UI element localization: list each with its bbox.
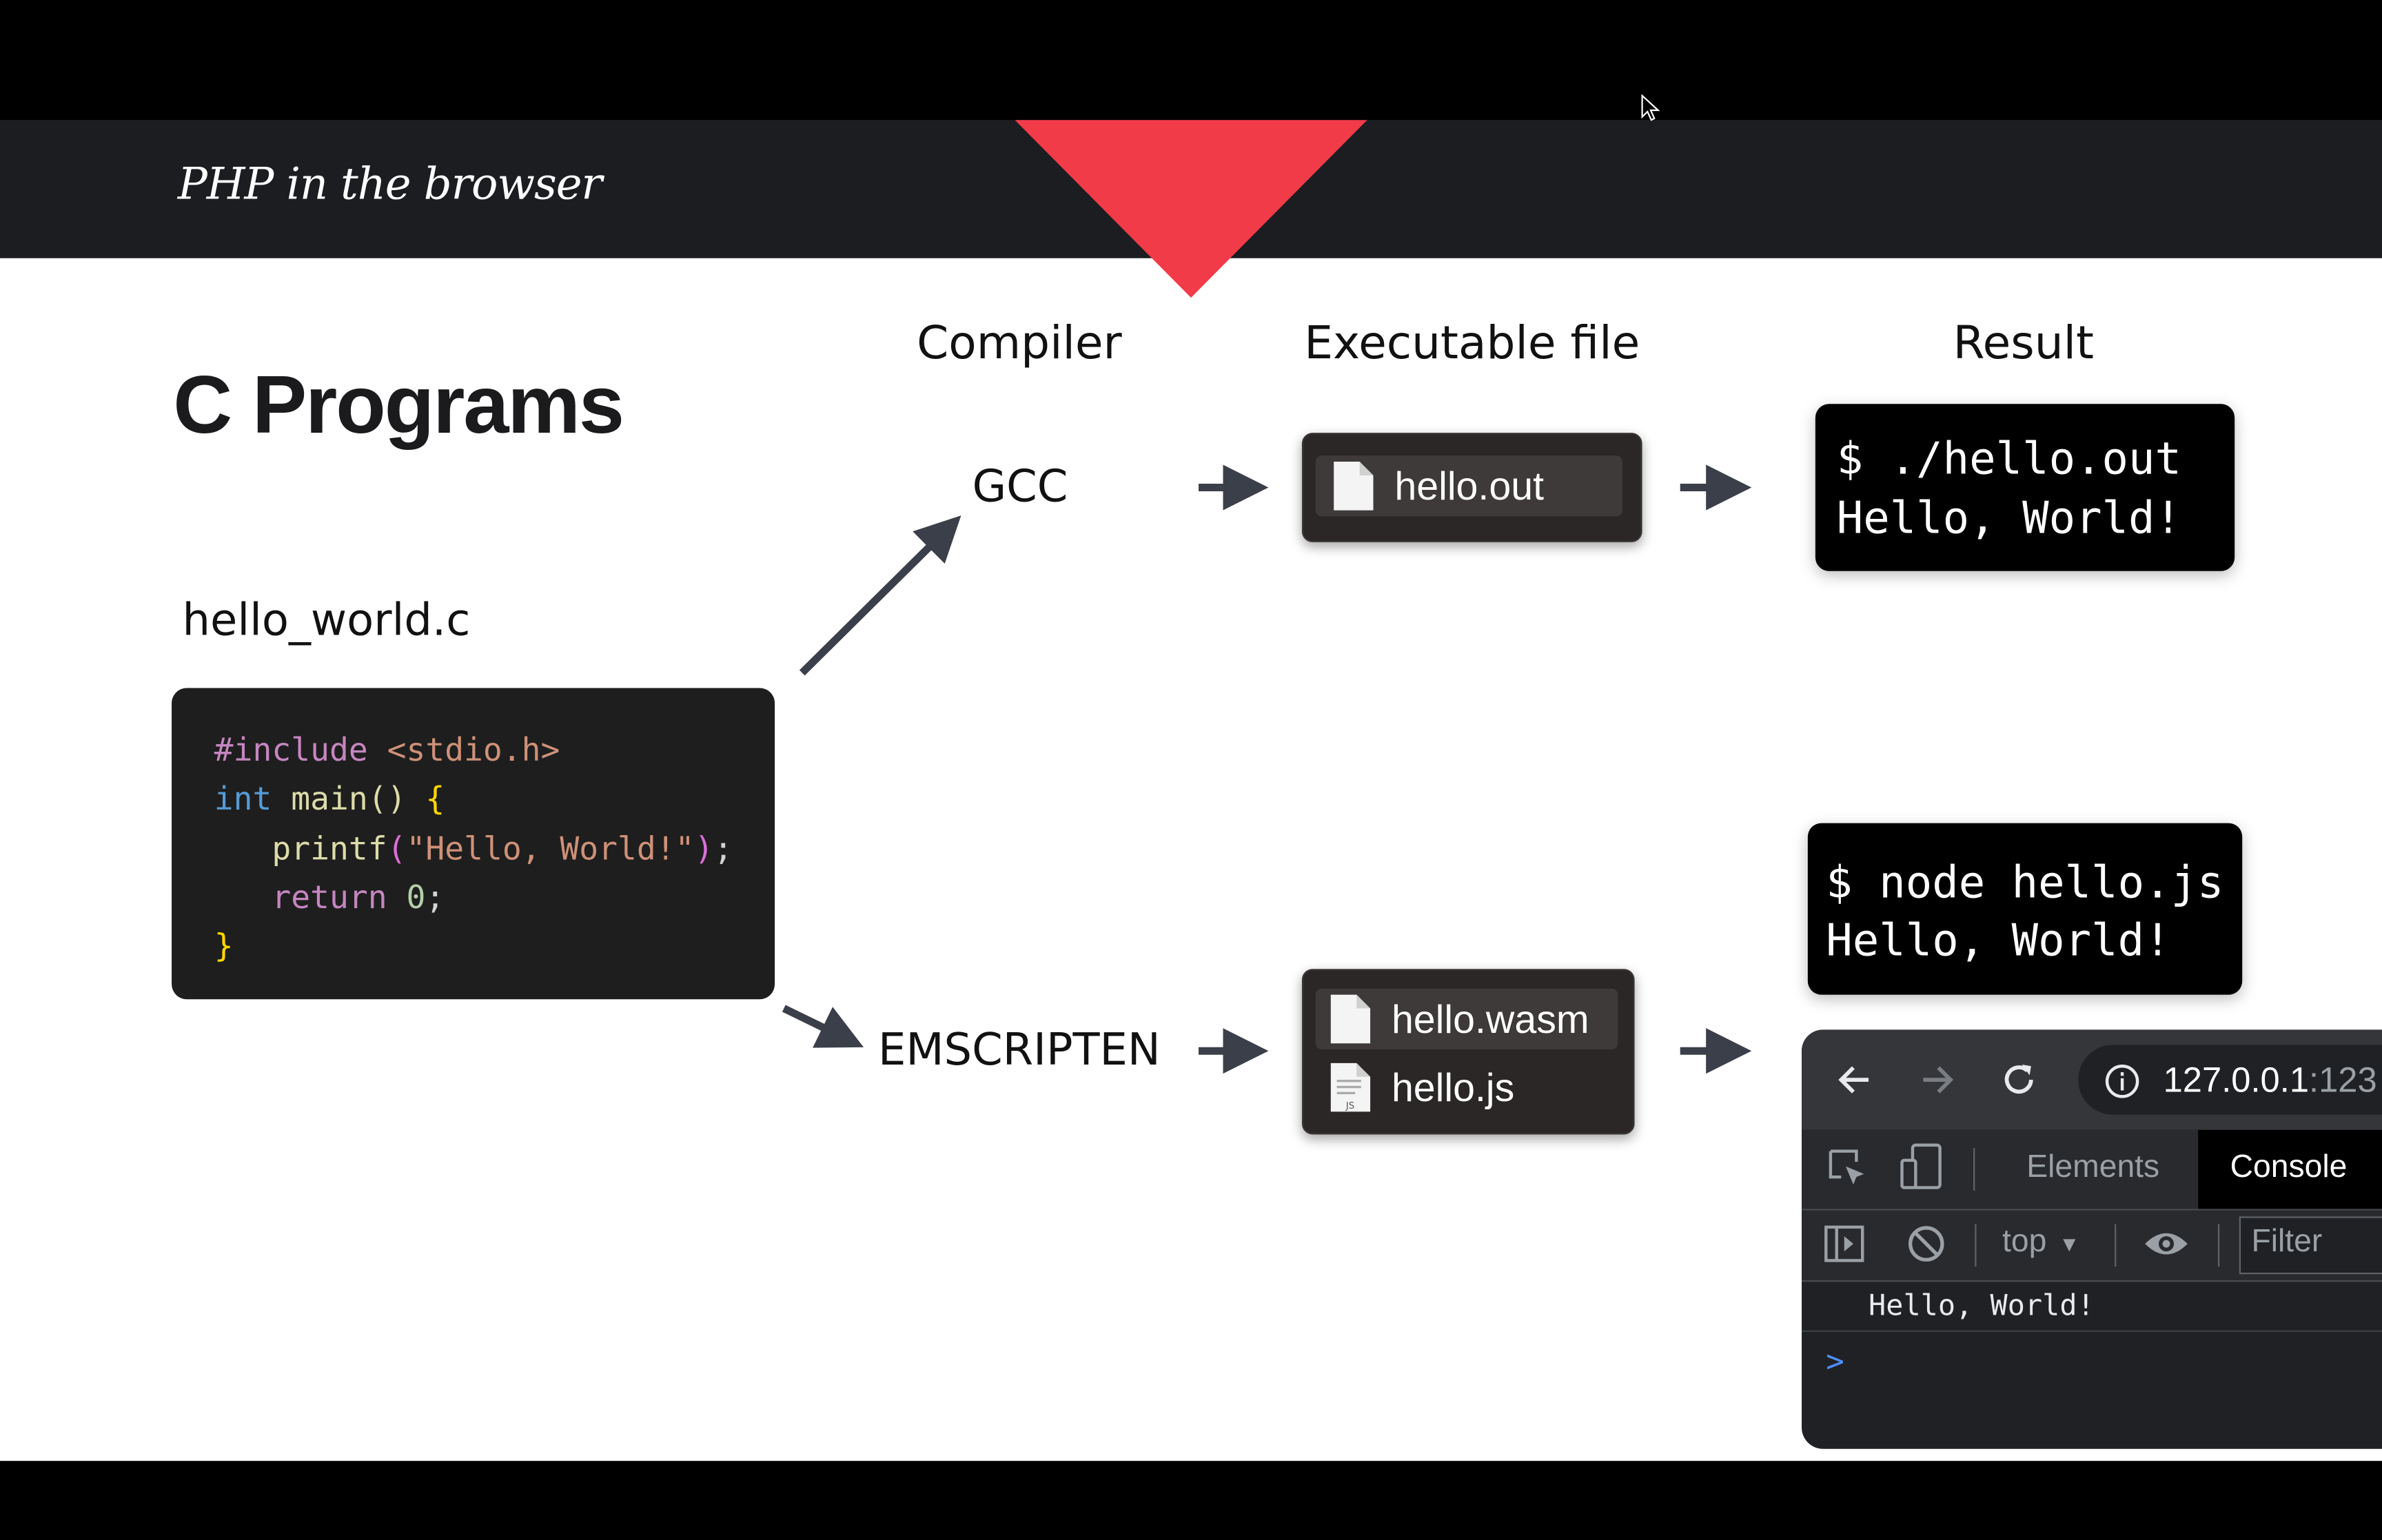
terminal-gcc-result: $ ./hello.out Hello, World! (1815, 404, 2235, 571)
red-triangle-decoration (1015, 120, 1367, 298)
device-toolbar-icon[interactable] (1899, 1142, 1944, 1191)
file-box-emscripten: hello.wasm JS hello.js (1301, 969, 1635, 1135)
context-selector[interactable]: top ▼ (2002, 1224, 2080, 1260)
file-item-hello-js[interactable]: JS hello.js (1316, 1057, 1618, 1118)
arrow-source-to-emscripten (782, 1005, 864, 1048)
document-icon (1334, 462, 1374, 511)
url-port: :123 (2309, 1060, 2377, 1100)
arrow-source-to-gcc (799, 515, 961, 676)
bottom-black-bar (0, 1461, 2382, 1540)
terminal-line: Hello, World! (1826, 914, 2171, 966)
code-line-1: #include <stdio.h> (214, 732, 560, 769)
file-item-hello-out[interactable]: hello.out (1315, 455, 1622, 517)
browser-devtools-window: 127.0.0.1:123 Elements Console top ▼ (1802, 1029, 2382, 1449)
console-prompt-icon[interactable]: > (1826, 1342, 1844, 1379)
url-text[interactable]: 127.0.0.1:123 (2164, 1060, 2377, 1101)
top-black-bar (0, 0, 2382, 121)
eye-icon[interactable] (2142, 1224, 2191, 1263)
code-line-4: return 0; (214, 879, 445, 916)
filter-input[interactable] (2239, 1216, 2382, 1275)
column-header-compiler: Compiler (917, 317, 1122, 371)
clear-console-icon[interactable] (1905, 1222, 1948, 1265)
terminal-line: $ ./hello.out (1836, 433, 2182, 485)
code-line-5: } (214, 928, 234, 965)
file-box-gcc: hello.out (1301, 433, 1642, 542)
document-icon (1330, 994, 1371, 1044)
compiler-gcc: GCC (972, 460, 1068, 512)
terminal-line: $ node hello.js (1826, 856, 2224, 909)
inspect-element-icon[interactable] (1826, 1147, 1869, 1189)
code-block: #include <stdio.h> int main() { printf("… (172, 688, 775, 1000)
code-line-2: int main() { (214, 781, 445, 818)
terminal-node-result: $ node hello.js Hello, World! (1807, 823, 2243, 995)
reload-icon[interactable] (1999, 1060, 2039, 1099)
mouse-cursor-icon (1641, 94, 1660, 121)
code-line-3: printf("Hello, World!"); (214, 830, 733, 867)
console-separator (1802, 1330, 2382, 1332)
context-selector-label: top (2002, 1224, 2047, 1260)
file-name-hello-wasm: hello.wasm (1391, 995, 1589, 1041)
dropdown-arrow-icon: ▼ (2058, 1231, 2080, 1256)
filter-placeholder: Filter (2251, 1224, 2323, 1260)
toolbar-separator (2115, 1224, 2117, 1267)
console-output: Hello, World! (1869, 1289, 2095, 1323)
toolbar-separator (1975, 1224, 1977, 1267)
toolbar-separator (2217, 1224, 2220, 1267)
back-arrow-icon[interactable] (1835, 1060, 1875, 1099)
toolbar-separator (1973, 1148, 1975, 1191)
forward-arrow-icon[interactable] (1917, 1060, 1957, 1099)
info-icon[interactable] (2104, 1063, 2141, 1100)
file-name-hello-out: hello.out (1394, 462, 1545, 509)
source-filename: hello_world.c (182, 593, 471, 646)
js-file-icon: JS (1330, 1062, 1371, 1112)
sidebar-toggle-icon[interactable] (1823, 1224, 1866, 1263)
tab-console[interactable]: Console (2230, 1149, 2348, 1185)
header-title: PHP in the browser (177, 158, 602, 210)
url-host: 127.0.0.1 (2163, 1060, 2310, 1100)
terminal-line: Hello, World! (1836, 492, 2182, 544)
slide-title: C Programs (173, 360, 624, 451)
compiler-emscripten: EMSCRIPTEN (877, 1023, 1161, 1076)
address-bar[interactable] (2078, 1045, 2382, 1115)
file-item-hello-wasm[interactable]: hello.wasm (1315, 988, 1618, 1050)
column-header-executable: Executable file (1304, 317, 1640, 371)
column-header-result: Result (1953, 317, 2094, 371)
tab-console-active-bg (2198, 1129, 2382, 1209)
file-name-hello-js: hello.js (1391, 1063, 1515, 1110)
svg-text:JS: JS (1345, 1101, 1354, 1111)
code-text: #include <stdio.h> int main() { printf("… (214, 726, 733, 972)
tab-elements[interactable]: Elements (2026, 1149, 2160, 1185)
